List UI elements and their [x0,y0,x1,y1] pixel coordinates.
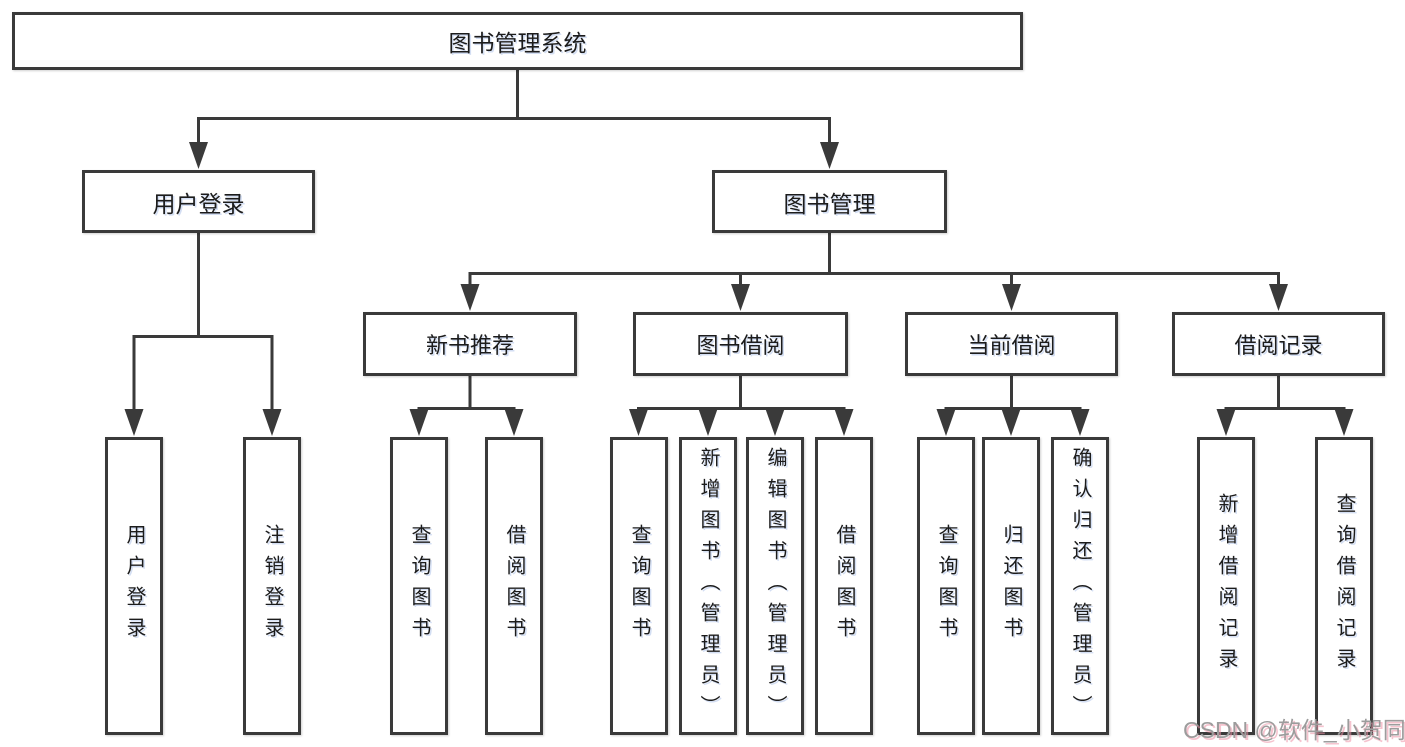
leaf-recommend-borrow-books-label: 借阅图书 [503,524,525,648]
leaf-recommend-query-books-label: 查询图书 [408,524,430,648]
edges-records-children [1224,376,1346,412]
leaf-current-return-books: 归还图书 [982,437,1040,735]
leaf-borrow-borrow-books: 借阅图书 [815,437,873,735]
leaf-current-confirm-return-admin-label: 确认归还（管理员） [1069,446,1091,726]
arrowheads [124,142,1354,436]
leaf-records-query-record-label: 查询借阅记录 [1333,493,1355,679]
leaf-borrow-edit-books-admin-label: 编辑图书（管理员） [764,446,786,726]
node-book-borrow-label: 图书借阅 [696,333,785,358]
node-root: 图书管理系统 [12,12,1023,70]
leaf-borrow-add-books-admin-label: 新增图书（管理员） [697,446,719,726]
node-book-borrow: 图书借阅 [633,312,848,376]
leaf-borrow-edit-books-admin: 编辑图书（管理员） [746,437,804,735]
leaf-recommend-query-books: 查询图书 [390,437,448,735]
edges-current-children [944,376,1082,412]
leaf-borrow-query-books: 查询图书 [610,437,668,735]
edges-recommend-children [417,376,516,412]
csdn-watermark-text: CSDN @软件_小贺同学 [1183,717,1405,743]
leaf-records-query-record: 查询借阅记录 [1315,437,1373,735]
node-new-book-recommend-label: 新书推荐 [425,333,514,358]
leaf-borrow-add-books-admin: 新增图书（管理员） [679,437,737,735]
node-user-login-branch: 用户登录 [82,170,315,233]
leaf-borrow-query-books-label: 查询图书 [628,524,650,648]
edges-login-children [132,233,274,410]
leaf-logout: 注销登录 [243,437,301,735]
leaf-current-return-books-label: 归还图书 [1000,524,1022,648]
edges-borrow-children [637,376,846,412]
node-user-login-branch-label: 用户登录 [152,190,245,217]
node-current-borrow: 当前借阅 [905,312,1118,376]
leaf-borrow-borrow-books-label: 借阅图书 [833,524,855,648]
leaf-user-login-label: 用户登录 [123,524,145,648]
node-root-label: 图书管理系统 [448,30,587,56]
leaf-current-confirm-return-admin: 确认归还（管理员） [1051,437,1109,735]
node-new-book-recommend: 新书推荐 [363,312,577,376]
edges-management-children [468,233,1280,286]
leaf-current-query-books-label: 查询图书 [935,524,957,648]
leaf-logout-label: 注销登录 [261,524,283,648]
node-book-management: 图书管理 [712,170,947,233]
leaf-records-add-record: 新增借阅记录 [1197,437,1255,735]
node-book-management-label: 图书管理 [783,190,876,217]
node-borrow-records: 借阅记录 [1172,312,1385,376]
node-borrow-records-label: 借阅记录 [1234,333,1323,358]
csdn-watermark: CSDN @软件_小贺同学 [1183,711,1405,745]
leaf-current-query-books: 查询图书 [917,437,975,735]
leaf-user-login: 用户登录 [105,437,163,735]
leaf-recommend-borrow-books: 借阅图书 [485,437,543,735]
edges-level1 [197,70,831,143]
node-current-borrow-label: 当前借阅 [967,333,1056,358]
leaf-records-add-record-label: 新增借阅记录 [1215,493,1237,679]
